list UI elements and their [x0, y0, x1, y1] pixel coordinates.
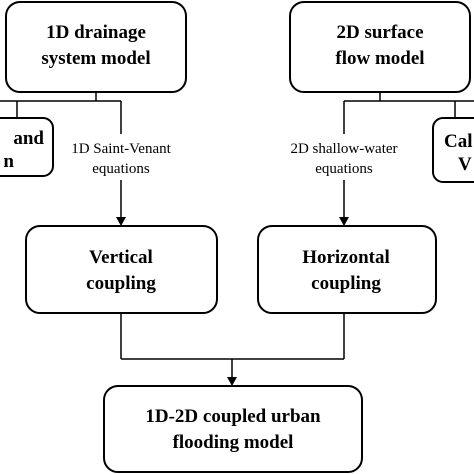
- surface-model-title-line1: 2D surface: [336, 22, 423, 43]
- shallow-water-label-bg: [284, 134, 404, 180]
- right-partial-line1: Cal: [444, 131, 473, 152]
- left-partial-box: [0, 117, 54, 177]
- surface-model-box: [289, 1, 471, 93]
- drainage-model-title-line1: 1D drainage: [46, 22, 146, 43]
- saint-venant-label-line1: 1D Saint-Venant: [71, 141, 171, 157]
- arrowhead-to-coupled: [227, 377, 237, 386]
- left-partial-line1: and: [13, 128, 44, 149]
- horizontal-coupling-line1: Horizontal: [302, 247, 390, 268]
- right-partial-line2: V: [458, 154, 472, 175]
- shallow-water-label-line2: equations: [315, 161, 373, 177]
- saint-venant-label-line2: equations: [92, 161, 150, 177]
- connectors: [0, 92, 474, 386]
- coupled-model-line1: 1D-2D coupled urban: [145, 406, 321, 427]
- left-partial-line2: n: [3, 151, 14, 172]
- vertical-coupling-box: [25, 225, 218, 314]
- shallow-water-label-line1: 2D shallow-water: [290, 141, 397, 157]
- arrowhead-to-vertical: [116, 217, 126, 226]
- coupled-model-box: [103, 385, 363, 473]
- arrowhead-to-horizontal: [339, 217, 349, 226]
- coupled-model-line2: flooding model: [173, 432, 294, 453]
- saint-venant-label-bg: [64, 134, 178, 180]
- vertical-coupling-line2: coupling: [86, 273, 156, 294]
- horizontal-coupling-line2: coupling: [311, 273, 381, 294]
- right-partial-box: [432, 117, 474, 183]
- vertical-coupling-line1: Vertical: [89, 247, 153, 268]
- horizontal-coupling-box: [257, 225, 437, 314]
- drainage-model-box: [5, 1, 187, 93]
- drainage-model-title-line2: system model: [41, 48, 150, 69]
- surface-model-title-line2: flow model: [335, 48, 424, 69]
